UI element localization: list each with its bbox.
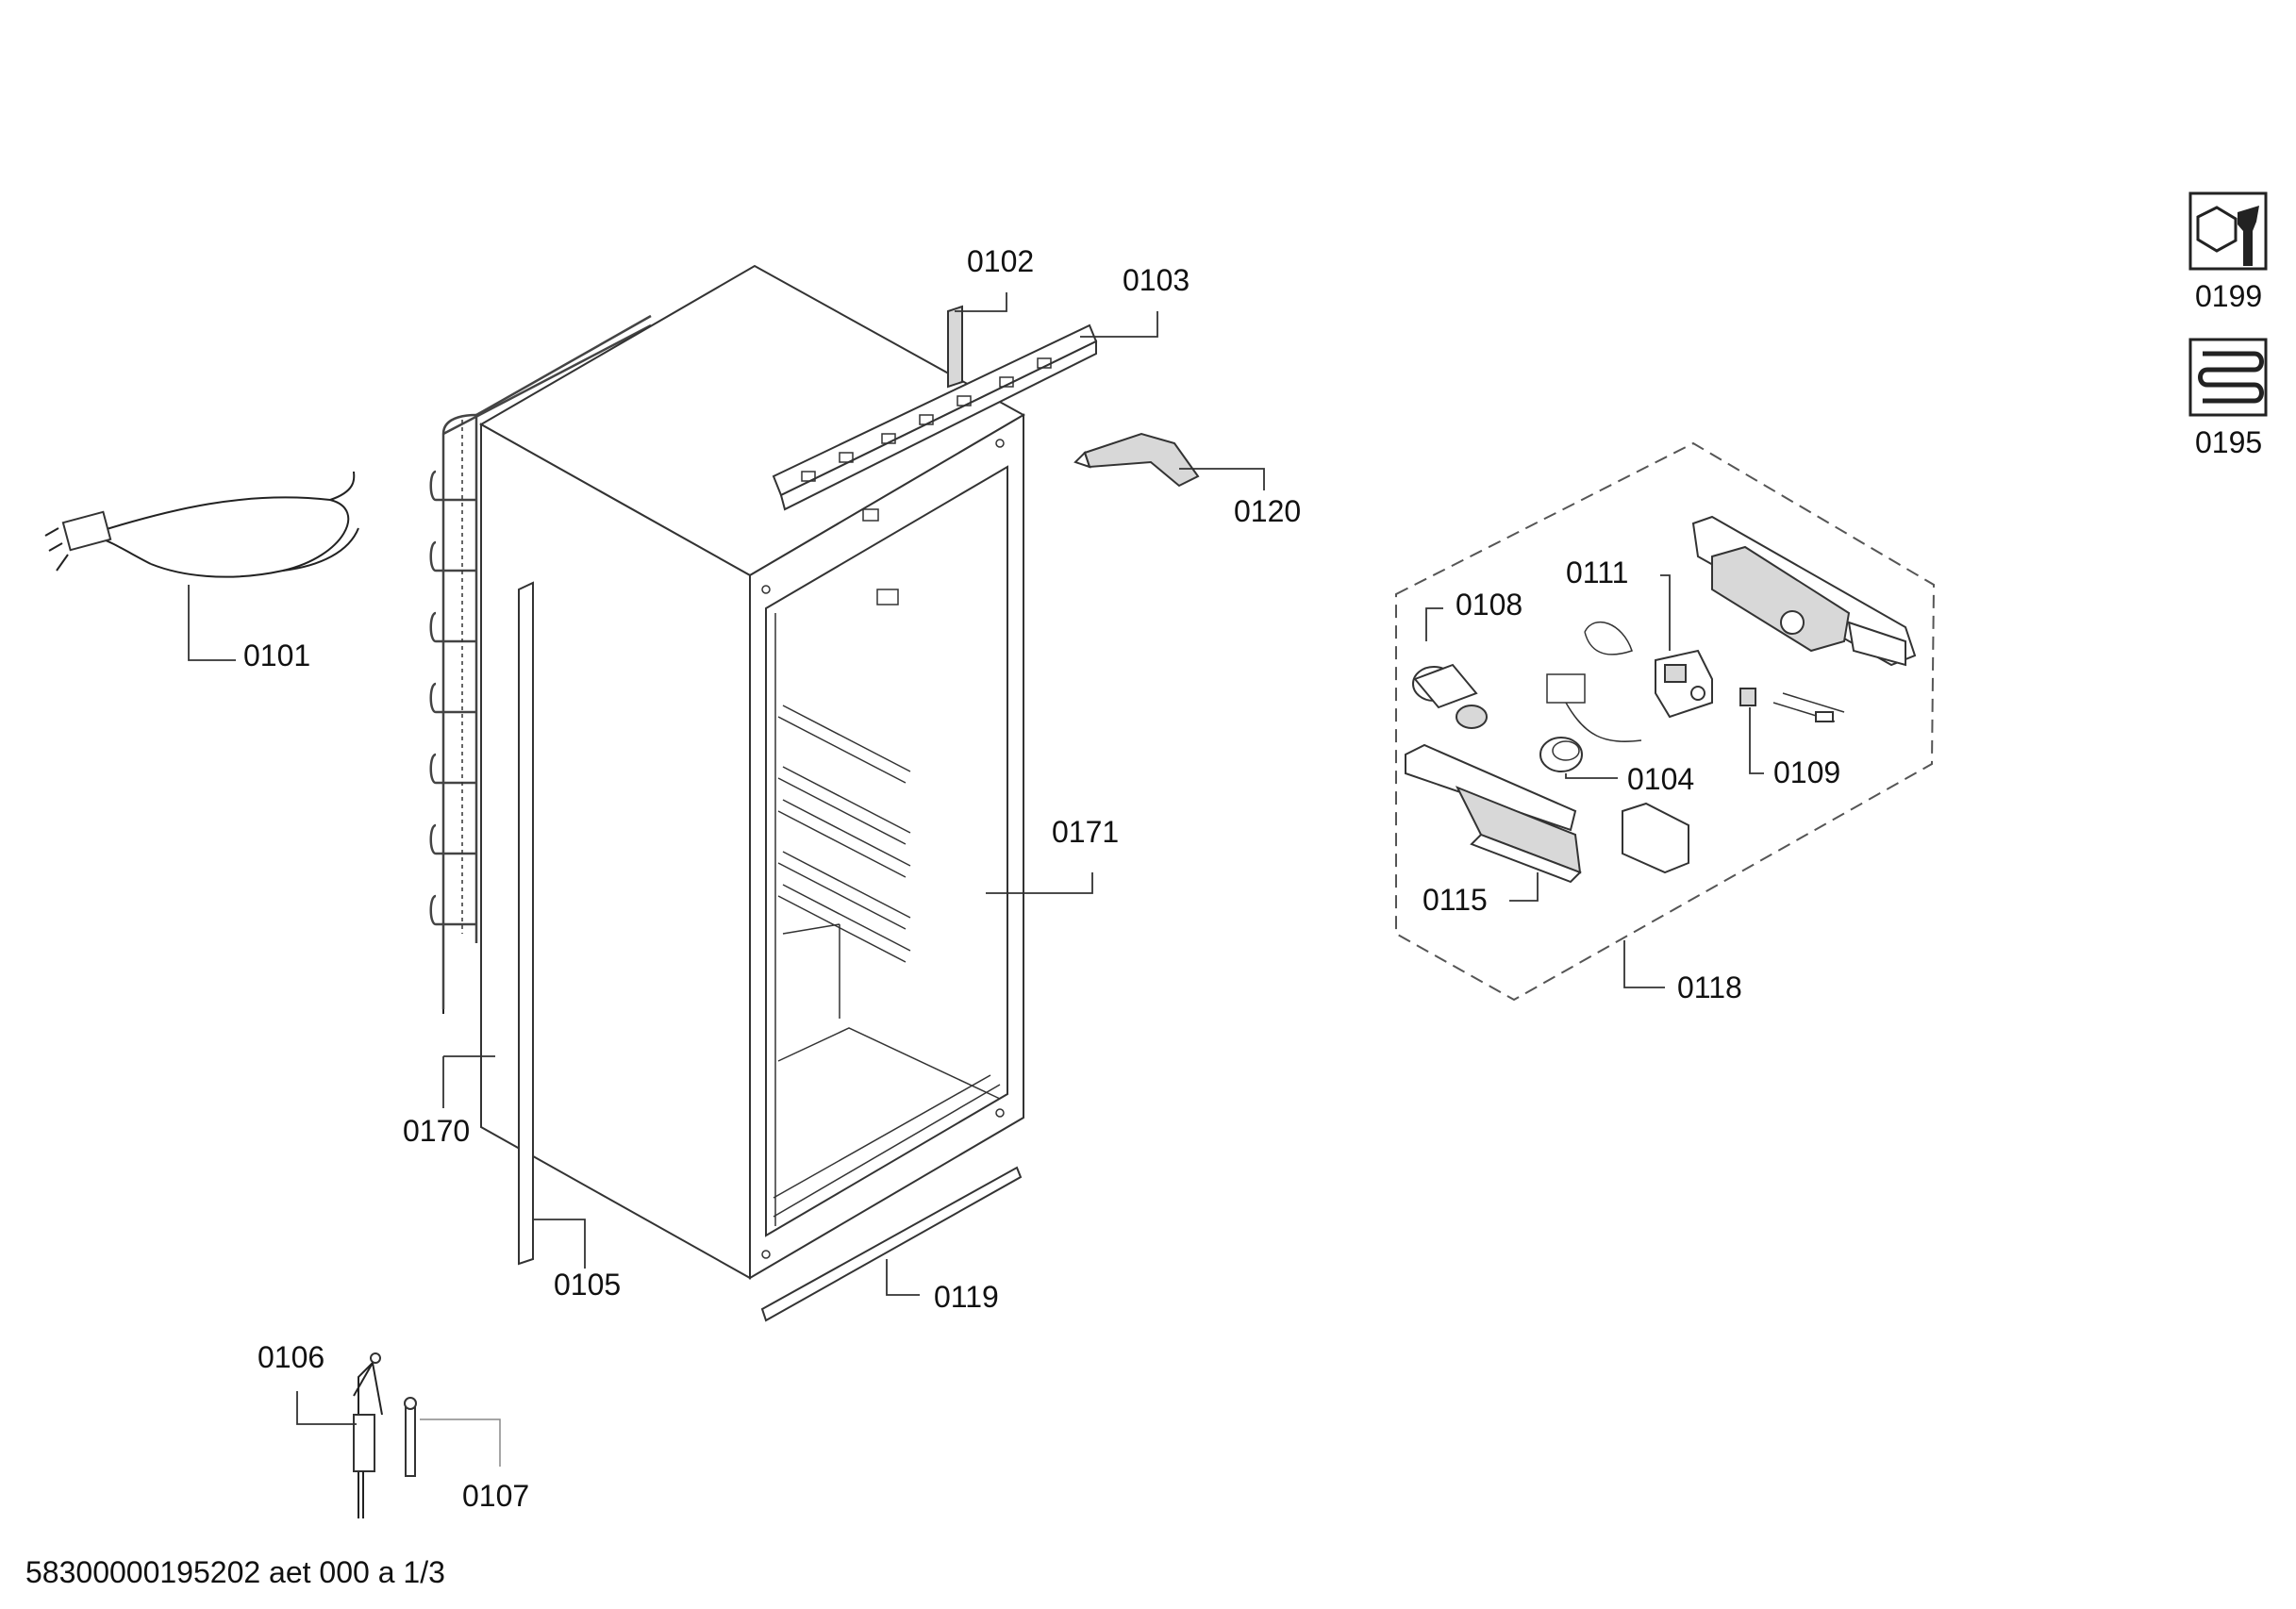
power-cord-part bbox=[44, 471, 359, 578]
thermostat-knob-part bbox=[1412, 663, 1488, 729]
lamp-housing-part bbox=[1691, 515, 1917, 667]
label-0108: 0108 bbox=[1456, 588, 1522, 622]
light-cover-part bbox=[1405, 743, 1582, 884]
label-0171: 0171 bbox=[1052, 815, 1119, 849]
probe-part bbox=[404, 1397, 417, 1477]
hinge-bracket-part bbox=[1073, 432, 1200, 488]
hinge-pin-part bbox=[947, 305, 963, 389]
label-0195: 0195 bbox=[2195, 425, 2262, 459]
label-0101: 0101 bbox=[243, 639, 310, 672]
temperature-sensor-part bbox=[353, 1352, 383, 1518]
label-0107: 0107 bbox=[462, 1479, 529, 1513]
label-0109: 0109 bbox=[1773, 755, 1840, 789]
part-labels: 0101 0102 0103 0120 0170 0105 0119 0171 … bbox=[243, 244, 2262, 1513]
label-0106: 0106 bbox=[258, 1340, 324, 1374]
label-0102: 0102 bbox=[967, 244, 1034, 278]
label-0199: 0199 bbox=[2195, 279, 2262, 313]
label-0120: 0120 bbox=[1234, 494, 1301, 528]
label-0115: 0115 bbox=[1423, 883, 1488, 917]
control-box-part bbox=[1622, 802, 1689, 874]
heating-coil-icon bbox=[2188, 338, 2268, 417]
refrigerator-cabinet bbox=[478, 264, 1026, 1280]
drawing-code: 58300000195202 aet 000 a 1/3 bbox=[25, 1555, 445, 1589]
label-0170: 0170 bbox=[403, 1114, 470, 1148]
label-0118: 0118 bbox=[1677, 970, 1742, 1004]
label-0119: 0119 bbox=[934, 1280, 999, 1314]
thermostat-switch-part bbox=[1546, 622, 1713, 742]
wrench-nut-icon bbox=[2188, 191, 2268, 271]
electronics-kit-boundary bbox=[1395, 441, 1936, 1002]
label-0104: 0104 bbox=[1627, 762, 1694, 796]
label-0111: 0111 bbox=[1566, 556, 1628, 589]
connector-part bbox=[1739, 688, 1845, 722]
leader-lines bbox=[188, 292, 1764, 1467]
label-0103: 0103 bbox=[1123, 263, 1190, 297]
bottom-trim-strip-part bbox=[760, 1166, 1023, 1322]
top-hinge-bar-part bbox=[772, 323, 1098, 511]
vertical-trim-strip-part bbox=[518, 581, 534, 1266]
round-button-part bbox=[1539, 737, 1583, 772]
condenser-coil-part bbox=[429, 314, 652, 1009]
label-0105: 0105 bbox=[554, 1268, 621, 1302]
